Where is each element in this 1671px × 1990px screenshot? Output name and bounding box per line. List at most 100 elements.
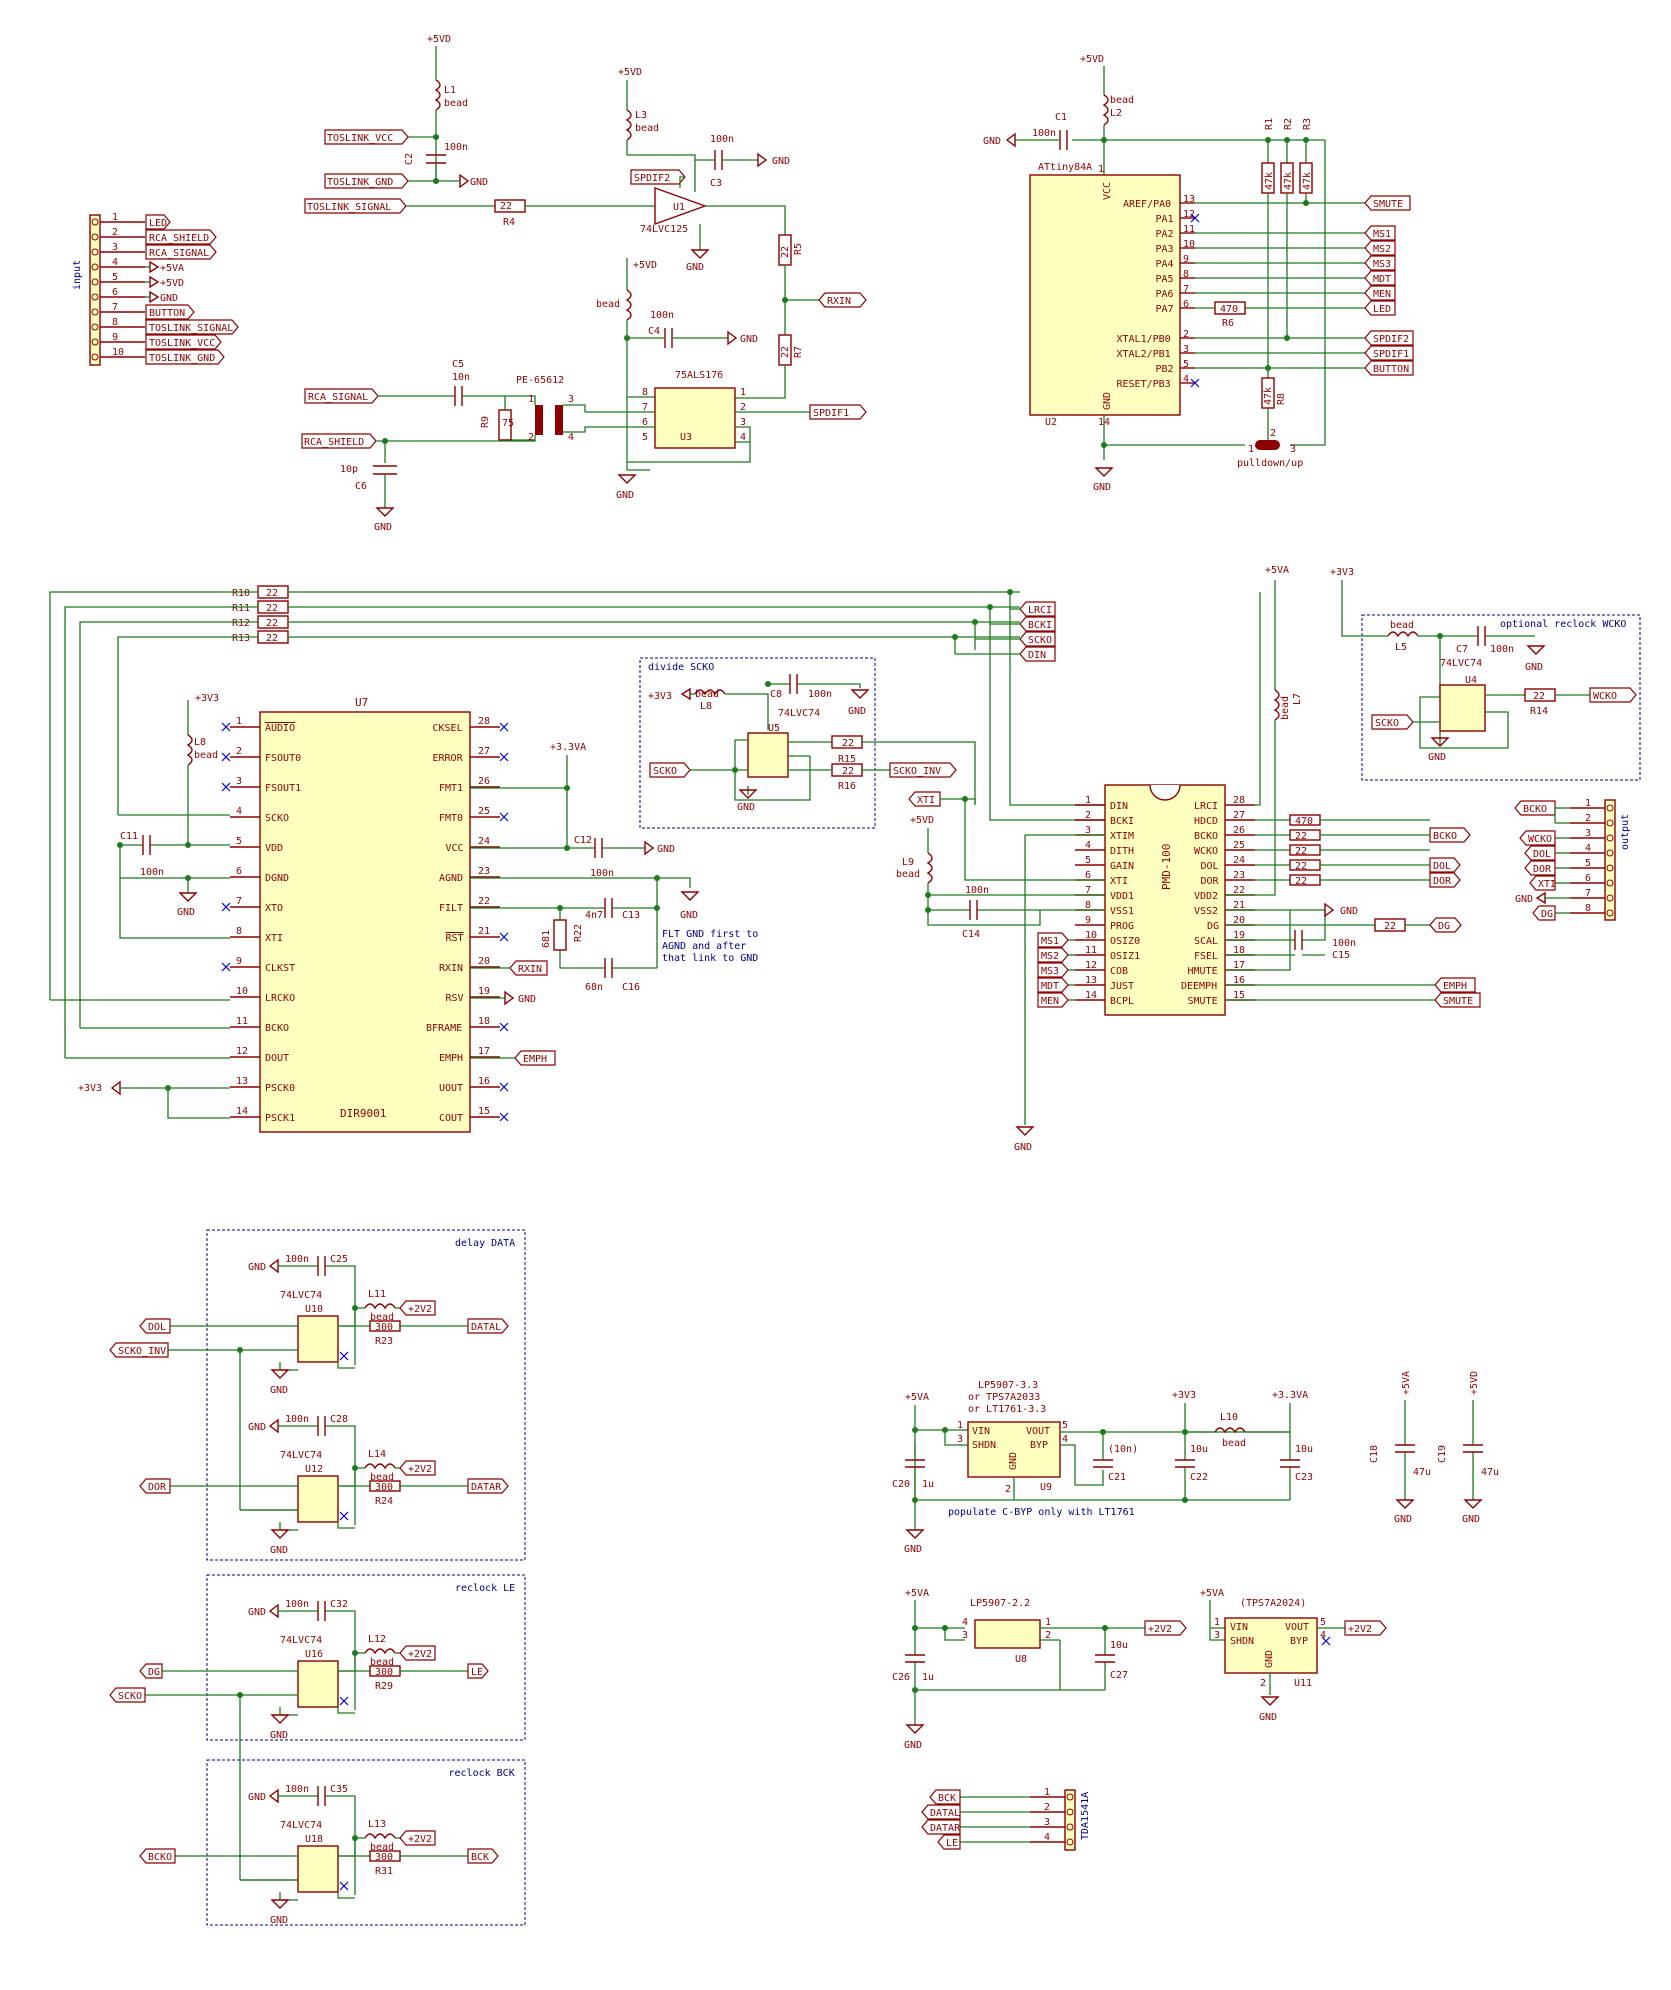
output-title: output [1620, 814, 1631, 850]
u2-pin-name-9: XTAL2/PB1 [1117, 349, 1171, 360]
r4-ref: R4 [503, 217, 515, 228]
pmd-left-name-13: BCPL [1110, 996, 1134, 1007]
c4-gnd: GND [740, 334, 758, 345]
c14-ref: C14 [962, 929, 980, 940]
pmd-right-num-2: 26 [1233, 825, 1245, 836]
pmd-net-1: BCKI [1028, 620, 1052, 631]
delay-r-val-1: 300 [375, 1482, 393, 1493]
input-net-0-shape [145, 214, 171, 230]
u5-l-ref: L8 [700, 701, 712, 712]
pmd-dor-label: DOR [1433, 876, 1452, 887]
pmd-bcko-label-shape [1429, 827, 1471, 843]
delay-gnd-1: GND [270, 1545, 288, 1556]
l1-ref: L1 [444, 85, 456, 96]
delay-r-val-2: 300 [375, 1667, 393, 1678]
output-pin-num: 8 [1585, 903, 1591, 914]
delay-cap-ref-2: C32 [330, 1599, 348, 1610]
output-pin-num: 2 [1585, 813, 1591, 824]
delay-in-3: BCKO [148, 1852, 172, 1863]
pmd-right-num-3: 25 [1233, 840, 1245, 851]
u7-right-name-10: BFRAME [426, 1023, 462, 1034]
reg22-p1: 1 [1045, 1617, 1051, 1628]
input-net-8-shape [145, 334, 222, 350]
input-net-7-shape [145, 319, 239, 335]
toslink-section: +5VD L1 bead 100n C2 GND TOSLINK_VCC TOS… [304, 34, 655, 228]
pmd-left-net-4-shape [1037, 992, 1069, 1008]
u2-pin-name-1: PA1 [1156, 214, 1174, 225]
u7-right-num-4: 24 [478, 836, 490, 847]
reg33-gnd: GND [904, 1544, 922, 1555]
jp-pin1: 1 [1248, 444, 1254, 455]
reg22b-p4: 4 [1320, 1630, 1326, 1641]
pmd-left-net-1-shape [1037, 947, 1069, 963]
reg22b-p5: 5 [1320, 1617, 1326, 1628]
c6-val: 10p [340, 464, 358, 475]
pmd-right-name-8: DG [1207, 921, 1219, 932]
l9-ref: L9 [902, 857, 914, 868]
pmd-left-num-5: 6 [1085, 870, 1091, 881]
c5-val: 10n [452, 372, 470, 383]
delay-clk-2-shape [109, 1687, 146, 1703]
u2-net-2: MS2 [1373, 244, 1391, 255]
input-pin-dot [91, 218, 99, 226]
pmd-right-num-4: 24 [1233, 855, 1245, 866]
reg22b-gnd: GND [1259, 1712, 1277, 1723]
reg33-p4: 4 [1062, 1434, 1068, 1445]
input-pin-dot [91, 338, 99, 346]
output-net-5: XTI [1538, 879, 1556, 890]
input-net-7: TOSLINK_SIGNAL [149, 323, 233, 334]
u1-power: +5VD [618, 67, 642, 78]
input-net-9: TOSLINK_GND [149, 353, 215, 364]
delay-out-2-shape [467, 1663, 489, 1679]
u7-left-name-4: VDD [265, 843, 283, 854]
reg22b-p2: 2 [1260, 1678, 1266, 1689]
u2-net-7-shape [1364, 330, 1414, 346]
input-title: input [72, 260, 83, 290]
u7-left-num-2: 3 [236, 776, 242, 787]
filt-note-2: AGND and after [662, 941, 746, 952]
no-connect-mark [499, 1022, 509, 1032]
input-pin-dot [91, 233, 99, 241]
no-connect-mark [339, 1881, 349, 1891]
u2-pin-name-7: PA7 [1156, 304, 1174, 315]
reg22-p4: 4 [962, 1617, 968, 1628]
u7-right-num-10: 18 [478, 1016, 490, 1027]
rca-input: RCA_SIGNAL C5 10n R9 75 PE-65612 1 2 3 4… [301, 359, 655, 533]
c7-ref: C7 [1456, 644, 1468, 655]
reg33-gnd-pin: GND [1008, 1452, 1019, 1470]
u7-left-name-5: DGND [265, 873, 289, 884]
pmd-xti-label: XTI [917, 795, 935, 806]
u2-pin-num-10: 5 [1183, 359, 1189, 370]
rca-gnd: GND [374, 522, 392, 533]
u7-agnd: GND [680, 910, 698, 921]
u7-left-name-12: PSCK0 [265, 1083, 295, 1094]
series-r-ref-3: R13 [232, 633, 250, 644]
delay-title-0: delay DATA [455, 1238, 515, 1249]
u2-vcc-pin: VCC [1102, 182, 1113, 200]
u2-net-2-shape [1364, 240, 1396, 256]
u7-left-num-0: 1 [236, 716, 242, 727]
u7-right-num-5: 23 [478, 866, 490, 877]
pmd-left-name-6: VDD1 [1110, 891, 1134, 902]
delay-clk-0: SCKO_INV [118, 1346, 166, 1357]
output-net-3-shape [1524, 845, 1556, 861]
tda-net-3-shape [937, 1834, 961, 1850]
output-pin-num: 6 [1585, 873, 1591, 884]
u7-rxin-label: RXIN [518, 964, 542, 975]
u7-right-num-2: 26 [478, 776, 490, 787]
pmd-left-net-2: MS3 [1041, 966, 1059, 977]
u7-3v3: +3V3 [195, 693, 219, 704]
reg33-p5: 5 [1062, 1420, 1068, 1431]
r6-val: 470 [1220, 304, 1238, 315]
no-connect-mark [1190, 213, 1200, 223]
input-net-6: BUTTON [149, 308, 185, 319]
rsv-gnd: GND [518, 994, 536, 1005]
r14-ref: R14 [1530, 706, 1548, 717]
u7-left-name-13: PSCK1 [265, 1113, 295, 1124]
delay-cap-gnd-3: GND [248, 1792, 266, 1803]
u7-left-num-6: 7 [236, 896, 242, 907]
u4-ref: U4 [1465, 675, 1477, 686]
delay-cap-val-2: 100n [285, 1599, 309, 1610]
u7-right-name-4: VCC [446, 843, 464, 854]
